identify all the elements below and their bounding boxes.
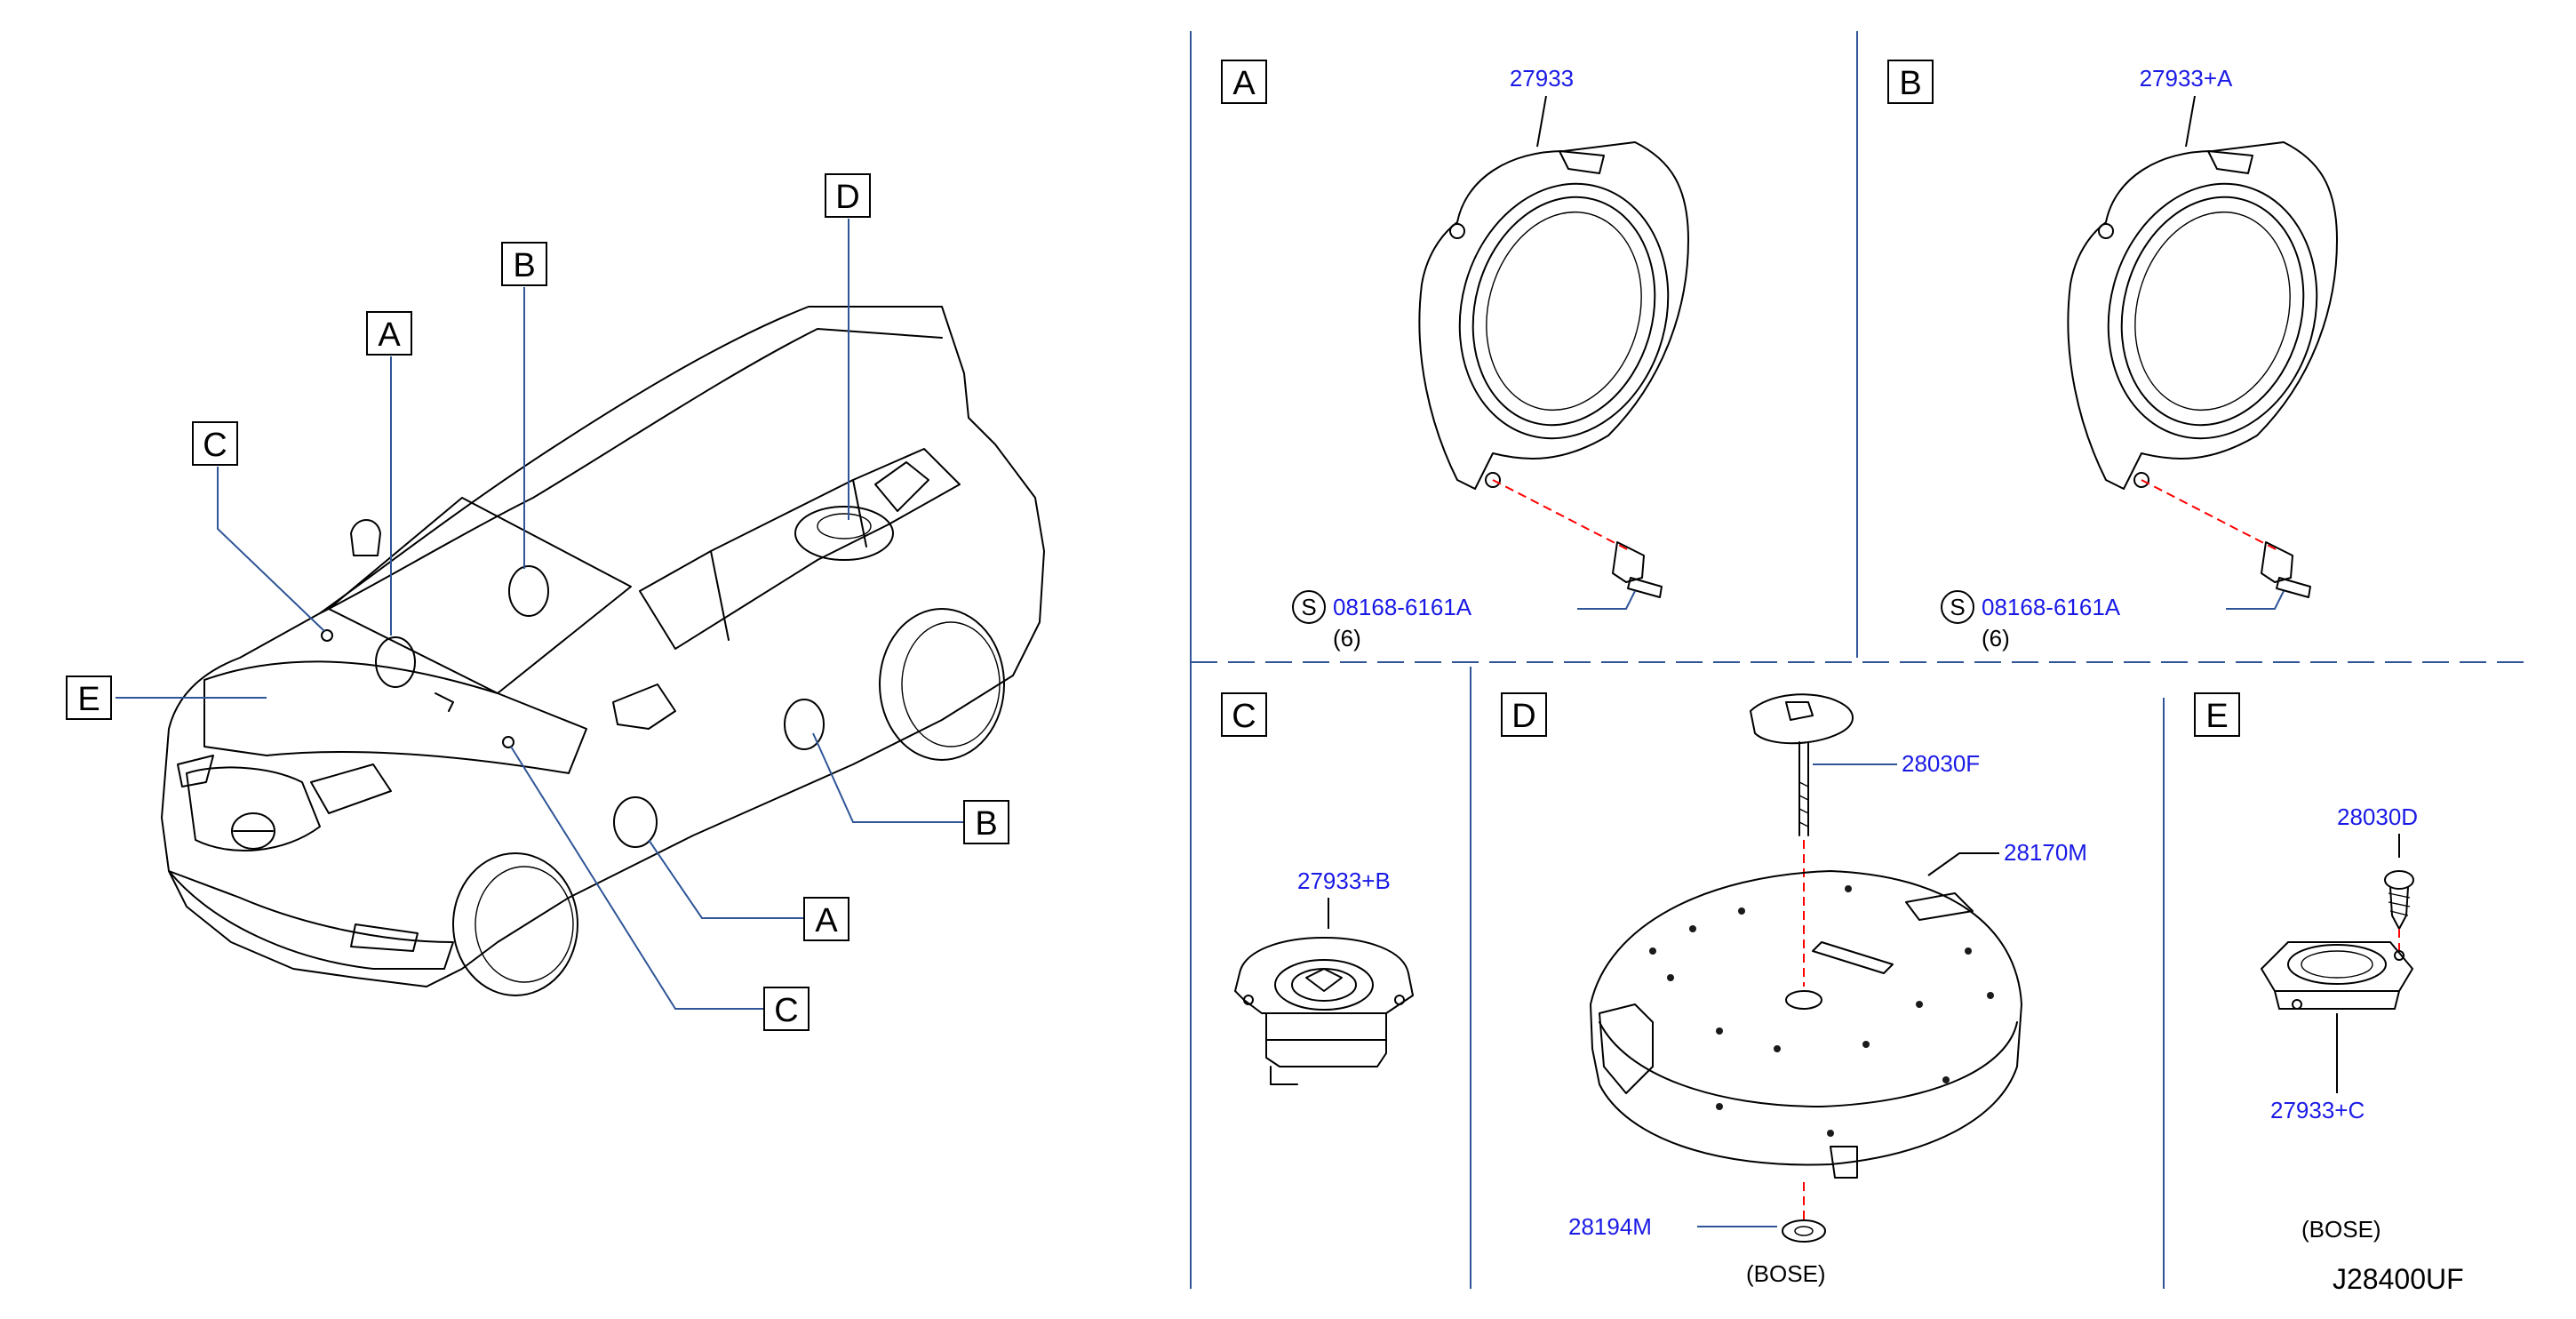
part-number-08168-6161A[interactable]: 08168-6161A <box>1333 594 1472 620</box>
headlight-right <box>310 763 392 814</box>
part-number-28170m[interactable]: 28170M <box>2004 839 2087 866</box>
overview-callout-e[interactable]: E <box>66 675 112 720</box>
screw-a-icon <box>1612 541 1663 598</box>
overview-leaders <box>116 219 964 1010</box>
qty-b: (6) <box>1982 625 2010 652</box>
svg-text:C: C <box>774 992 798 1029</box>
qty-a: (6) <box>1333 625 1361 652</box>
overview-callout-d[interactable]: D <box>825 173 871 218</box>
tweeter-e-icon <box>2261 941 2413 1010</box>
part-number-28194m[interactable]: 28194M <box>1568 1213 1652 1240</box>
panel-b-label: B <box>1899 65 1921 102</box>
svg-text:B: B <box>975 805 997 843</box>
panel-c-label: C <box>1232 698 1256 735</box>
rear-speaker-interior <box>508 565 549 617</box>
side-windows <box>639 448 961 650</box>
windshield <box>328 497 632 694</box>
screw-b-icon <box>2261 541 2311 598</box>
rear-door-speaker <box>784 699 825 750</box>
side-mirror <box>612 683 676 730</box>
screw-symbol-b <box>1941 590 1974 624</box>
front-bumper <box>168 870 454 970</box>
door-speaker-a-icon <box>1418 141 1689 490</box>
screw-symbol-a <box>1292 590 1326 624</box>
overview-callout-a-door[interactable]: A <box>803 897 849 941</box>
panel-e-label: E <box>2205 698 2228 735</box>
rear-wheel <box>879 608 1005 761</box>
washer-28194m-icon <box>1782 1219 1826 1243</box>
part-number-27933-a[interactable]: 27933+A <box>2140 65 2233 92</box>
svg-text:B: B <box>513 247 535 284</box>
part-number-08168-6161A-b[interactable]: 08168-6161A <box>1982 594 2121 620</box>
tweeter-left <box>321 629 333 642</box>
panel-a-label: A <box>1232 65 1256 102</box>
svg-text:S: S <box>1301 594 1316 620</box>
svg-text:A: A <box>815 902 838 939</box>
vehicle-body-outline <box>161 306 1045 987</box>
hood <box>203 660 587 774</box>
note-bose-e: (BOSE) <box>2301 1216 2381 1243</box>
panel-e: E 28030D 27933+C (BOSE) <box>2194 692 2418 1243</box>
brand-logo <box>231 812 275 850</box>
headlight-left <box>177 755 214 787</box>
diagram-code: J28400UF <box>2333 1263 2464 1295</box>
panel-dividers <box>1190 31 2532 1289</box>
panel-b: B 27933+A S 08168-6161A (6) <box>1887 60 2338 652</box>
part-number-27933[interactable]: 27933 <box>1510 65 1574 92</box>
overview-callout-c-lower[interactable]: C <box>763 987 809 1031</box>
cargo-subwoofer <box>794 506 894 561</box>
tweeter-right <box>502 736 514 748</box>
svg-text:S: S <box>1950 594 1965 620</box>
panel-d-label: D <box>1511 698 1535 735</box>
panel-d: D 28030F <box>1501 692 2087 1287</box>
svg-text:C: C <box>203 427 227 464</box>
overview-callout-c[interactable]: C <box>192 421 238 466</box>
bolt-28030f-icon <box>1750 693 1854 836</box>
vehicle-overview <box>161 306 1045 996</box>
part-number-28030f[interactable]: 28030F <box>1902 750 1980 777</box>
door-speaker-b-icon <box>2067 141 2338 490</box>
svg-text:D: D <box>835 179 859 216</box>
dash-speaker-left <box>375 636 416 688</box>
tweeter-c-icon <box>1234 937 1414 1085</box>
note-bose-d: (BOSE) <box>1746 1260 1826 1287</box>
part-number-27933-c[interactable]: 27933+C <box>2270 1097 2365 1123</box>
svg-text:A: A <box>378 316 401 354</box>
part-number-27933-b[interactable]: 27933+B <box>1297 867 1391 894</box>
svg-text:E: E <box>77 681 100 718</box>
part-number-28030d[interactable]: 28030D <box>2337 803 2418 830</box>
front-grille <box>186 766 321 851</box>
panel-c: C 27933+B <box>1221 692 1414 1085</box>
overview-callout-b[interactable]: B <box>501 242 547 286</box>
front-wheel <box>452 852 578 996</box>
subwoofer-enclosure-icon <box>1590 870 2022 1179</box>
vehicle-roof <box>319 328 943 614</box>
front-door-speaker <box>613 796 658 848</box>
overview-callout-b-door[interactable]: B <box>963 800 1009 844</box>
panel-a: A 27933 S 08168-6161A (6) <box>1221 60 1689 652</box>
overview-callout-a[interactable]: A <box>366 311 412 356</box>
screw-28030d-icon <box>2384 870 2414 930</box>
